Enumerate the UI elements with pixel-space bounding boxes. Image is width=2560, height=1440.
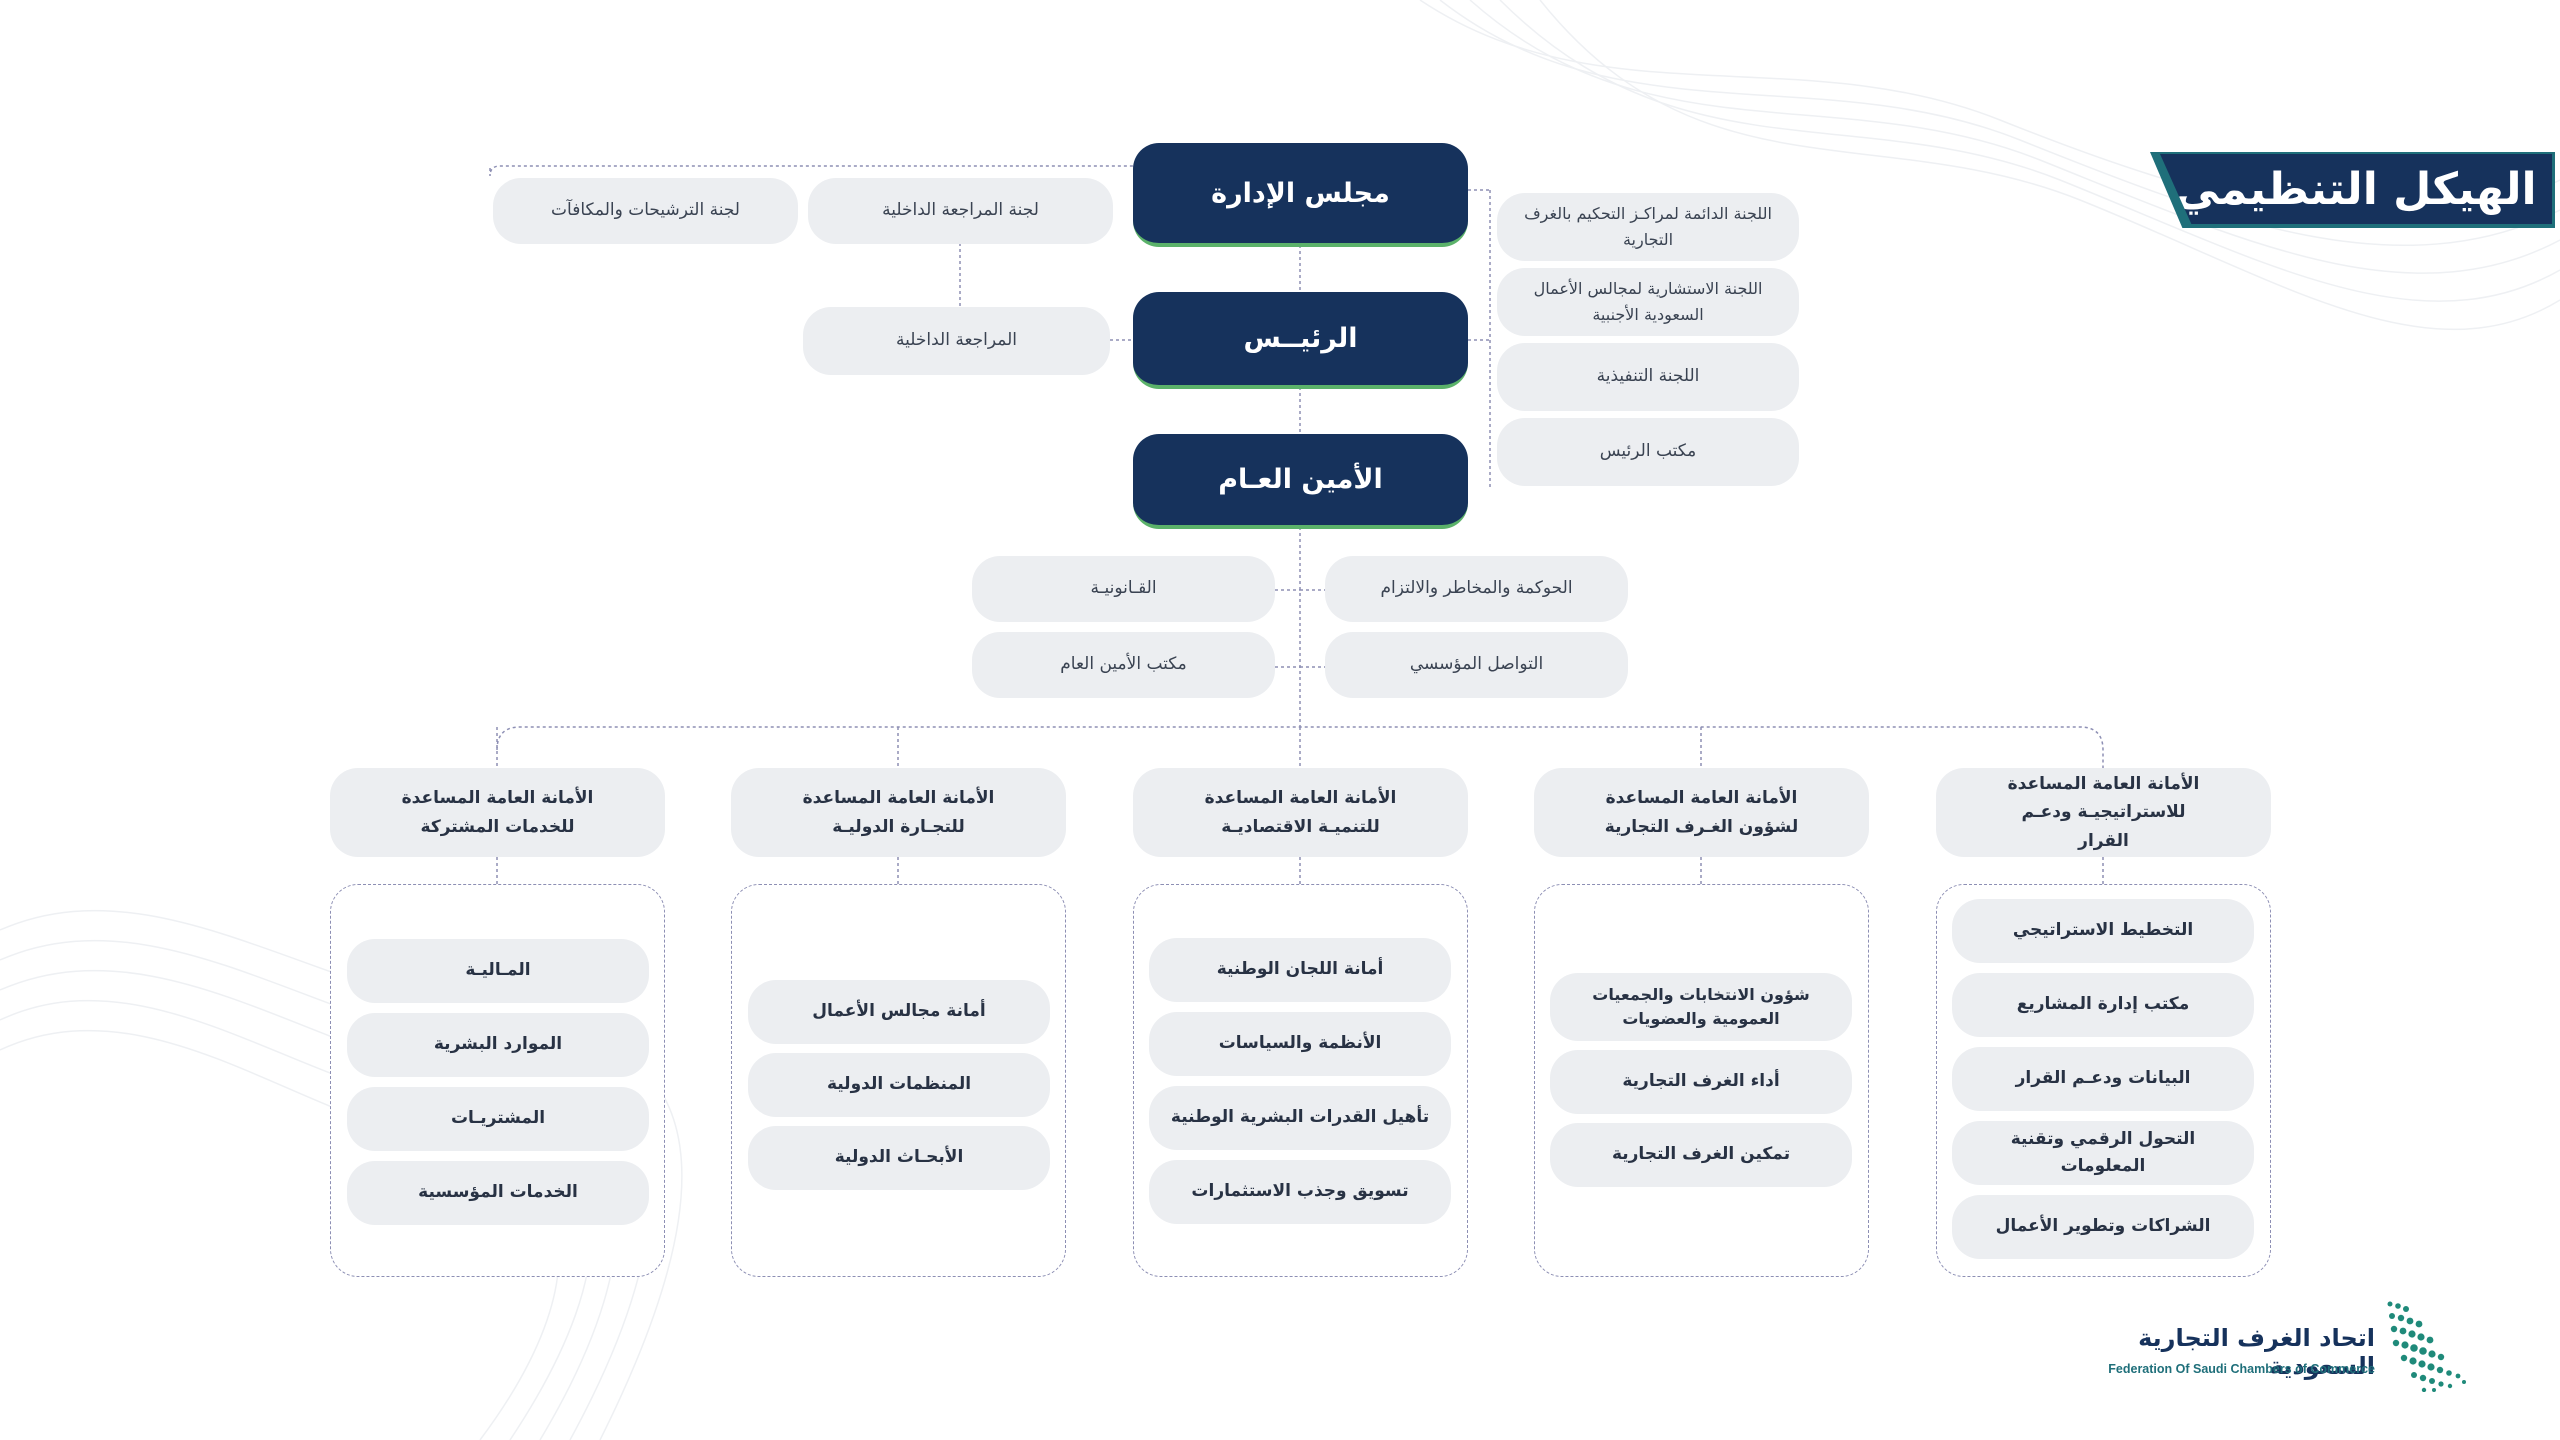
internal-audit-committee: لجنة المراجعة الداخلية (808, 178, 1113, 244)
list-item: التحول الرقمي وتقنية المعلومات (1952, 1121, 2254, 1185)
president-node: الرئيــس (1133, 292, 1468, 389)
board-node: مجلس الإدارة (1133, 143, 1468, 247)
sg-office-unit: مكتب الأمين العام (972, 632, 1275, 698)
list-item: أمانة اللجان الوطنية (1149, 938, 1451, 1002)
list-item: المنظمات الدولية (748, 1053, 1050, 1117)
list-item: تمكين الغرف التجارية (1550, 1123, 1852, 1187)
legal-unit: القـانونيـة (972, 556, 1275, 622)
dept-head-shared-services: الأمانة العامة المساعدة للخدمات المشتركة (330, 768, 665, 857)
internal-audit: المراجعة الداخلية (803, 307, 1110, 375)
list-item: الأبحـاث الدولية (748, 1126, 1050, 1190)
business-councils-committee: اللجنة الاستشارية لمجالس الأعمال السعودي… (1497, 268, 1799, 336)
president-office: مكتب الرئيس (1497, 418, 1799, 486)
list-item: المـاليـة (347, 939, 649, 1003)
list-item: أداء الغرف التجارية (1550, 1050, 1852, 1114)
list-item: الشراكات وتطوير الأعمال (1952, 1195, 2254, 1259)
list-item: مكتب إدارة المشاريع (1952, 973, 2254, 1037)
list-item: البيانات ودعـم القرار (1952, 1047, 2254, 1111)
list-item: تسويق وجذب الاستثمارات (1149, 1160, 1451, 1224)
list-item: تأهيل القدرات البشرية الوطنية (1149, 1086, 1451, 1150)
executive-committee: اللجنة التنفيذية (1497, 343, 1799, 411)
page-title: الهيكل التنظيمي (2160, 154, 2552, 224)
dept-head-strategy: الأمانة العامة المساعدة للاستراتيجيـة ود… (1936, 768, 2271, 857)
governance-unit: الحوكمة والمخاطر والالتزام (1325, 556, 1628, 622)
list-item: أمانة مجالس الأعمال (748, 980, 1050, 1044)
list-item: شؤون الانتخابات والجمعيات العمومية والعض… (1550, 973, 1852, 1041)
dept-head-economic-development: الأمانة العامة المساعدة للتنميـة الاقتصا… (1133, 768, 1468, 857)
communication-unit: التواصل المؤسسي (1325, 632, 1628, 698)
logo-arabic-text: اتحاد الغرف التجارية السعودية (2138, 1324, 2375, 1380)
list-item: الموارد البشرية (347, 1013, 649, 1077)
dept-head-international-trade: الأمانة العامة المساعدة للتجـارة الدوليـ… (731, 768, 1066, 857)
federation-logo: اتحاد الغرف التجارية السعودية Federation… (2060, 1290, 2490, 1400)
list-item: الخدمات المؤسسية (347, 1161, 649, 1225)
nominations-committee: لجنة الترشيحات والمكافآت (493, 178, 798, 244)
logo-english-text: Federation Of Saudi Chambers of Commerce (2108, 1362, 2375, 1376)
secretary-general-node: الأمين العـام (1133, 434, 1468, 529)
list-item: المشتريـات (347, 1087, 649, 1151)
logo-mark-icon (2387, 1301, 2466, 1392)
dept-head-chambers-affairs: الأمانة العامة المساعدة لشؤون الغـرف الت… (1534, 768, 1869, 857)
list-item: التخطيط الاستراتيجي (1952, 899, 2254, 963)
list-item: الأنظمة والسياسات (1149, 1012, 1451, 1076)
arbitration-committee: اللجنة الدائمة لمراكـز التحكيم بالغرف ال… (1497, 193, 1799, 261)
